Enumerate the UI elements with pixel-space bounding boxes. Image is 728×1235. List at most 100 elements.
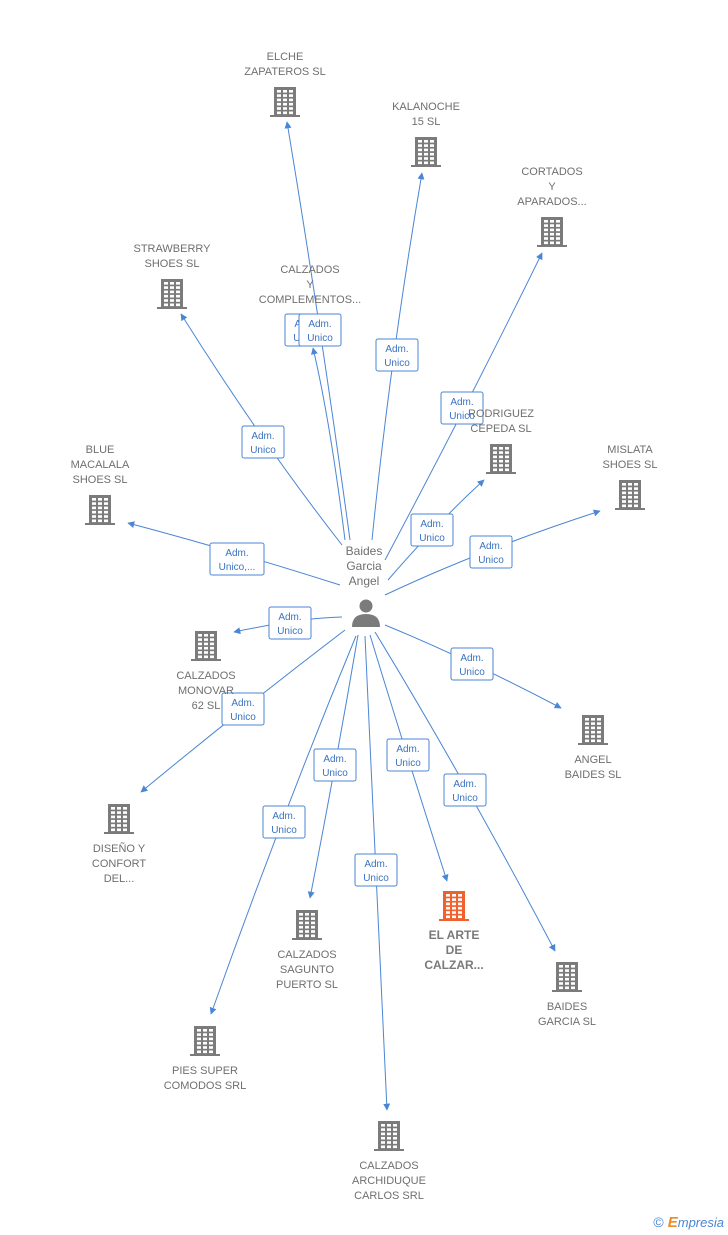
role-text-line: Adm. [453, 779, 476, 790]
brand-name: mpresia [677, 1215, 724, 1230]
company-label-line: APARADOS... [517, 196, 586, 208]
edge-label-archiduque[interactable]: Adm.Unico [354, 853, 398, 887]
company-label-line: GARCIA SL [538, 1016, 596, 1028]
role-text: Adm.Unico,... [219, 548, 256, 573]
company-label-line: DE [446, 943, 463, 957]
edge-label-blue[interactable]: Adm.Unico,... [209, 542, 265, 576]
person-icon [352, 599, 380, 627]
building-icon[interactable] [190, 1026, 220, 1056]
role-text-line: Unico [419, 533, 445, 544]
company-label-line: COMODOS SRL [164, 1080, 247, 1092]
company-label-line: MACALALA [71, 459, 130, 471]
building-icon[interactable] [537, 217, 567, 247]
edge-label-diseno[interactable]: Adm.Unico [221, 692, 265, 726]
edge-label-calzados-complementos[interactable]: Adm.Unico [298, 313, 342, 347]
role-text: Adm. Unico [452, 779, 478, 804]
role-text-line: Adm. [278, 612, 301, 623]
edge-label-kalanoche[interactable]: Adm.Unico [375, 338, 419, 372]
role-text-line: Adm. [460, 653, 483, 664]
company-label-line: EL ARTE [429, 928, 480, 942]
building-icon[interactable] [191, 631, 221, 661]
building-icon[interactable] [578, 715, 608, 745]
role-text-line: Adm. [450, 397, 473, 408]
edge-label-mislata[interactable]: Adm.Unico [469, 535, 513, 569]
edge-label-strawberry[interactable]: Adm.Unico [241, 425, 285, 459]
building-icon[interactable] [374, 1121, 404, 1151]
edge-label-rodriguez[interactable]: Adm.Unico [410, 513, 454, 547]
building-icon[interactable] [104, 804, 134, 834]
company-label-line: DISEÑO Y [93, 842, 146, 855]
building-icon[interactable] [292, 910, 322, 940]
company-label-line: Y [306, 279, 314, 291]
role-text: Adm.Unico [419, 519, 445, 544]
role-text-line: Unico [271, 825, 297, 836]
role-text: Adm.Unico [449, 397, 475, 422]
building-icon[interactable] [486, 444, 516, 474]
person-label-line: Garcia [346, 559, 382, 573]
edge-label-cortados[interactable]: Adm.Unico [440, 391, 484, 425]
company-label-line: Y [548, 181, 556, 193]
role-text: Adm.Unico [478, 541, 504, 566]
building-icon[interactable] [85, 495, 115, 525]
building-icon[interactable] [552, 962, 582, 992]
building-icon[interactable] [411, 137, 441, 167]
company-label-line: COMPLEMENTOS... [259, 294, 361, 306]
role-text-line: Unico [452, 793, 478, 804]
role-text-line: Unico [363, 873, 389, 884]
company-label-line: DEL... [104, 873, 135, 885]
role-text: Adm.Unico [230, 698, 256, 723]
role-text-line: Unico,... [219, 562, 256, 573]
role-text-line: Unico [459, 667, 485, 678]
role-text-line: Adm. [479, 541, 502, 552]
company-label-line: SAGUNTO [280, 964, 335, 976]
edge-label-baides-garcia[interactable]: Adm. Unico [443, 773, 487, 807]
building-icon[interactable] [270, 87, 300, 117]
building-icon[interactable] [615, 480, 645, 510]
building-icon[interactable] [439, 891, 469, 921]
building-icon[interactable] [157, 279, 187, 309]
company-label-line: MISLATA [607, 444, 653, 456]
edge-label-angel-baides[interactable]: Adm. Unico [450, 647, 494, 681]
edge-label-monovar[interactable]: Adm.Unico [268, 606, 312, 640]
edge-label-pies[interactable]: Adm.Unico [262, 805, 306, 839]
edge-label-sagunto[interactable]: Adm.Unico [313, 748, 357, 782]
edge-label-arte[interactable]: Adm.Unico [386, 738, 430, 772]
role-text-line: Unico [307, 333, 333, 344]
edge-line-calzados-complementos [311, 347, 346, 541]
role-text: Adm.Unico [363, 859, 389, 884]
company-label-line: CALZADOS [277, 949, 336, 961]
company-label-line: ARCHIDUQUE [352, 1175, 426, 1187]
role-text: Adm.Unico [384, 344, 410, 369]
role-text: Adm.Unico [307, 319, 333, 344]
role-text-line: Unico [384, 358, 410, 369]
company-label-line: STRAWBERRY [133, 243, 211, 255]
